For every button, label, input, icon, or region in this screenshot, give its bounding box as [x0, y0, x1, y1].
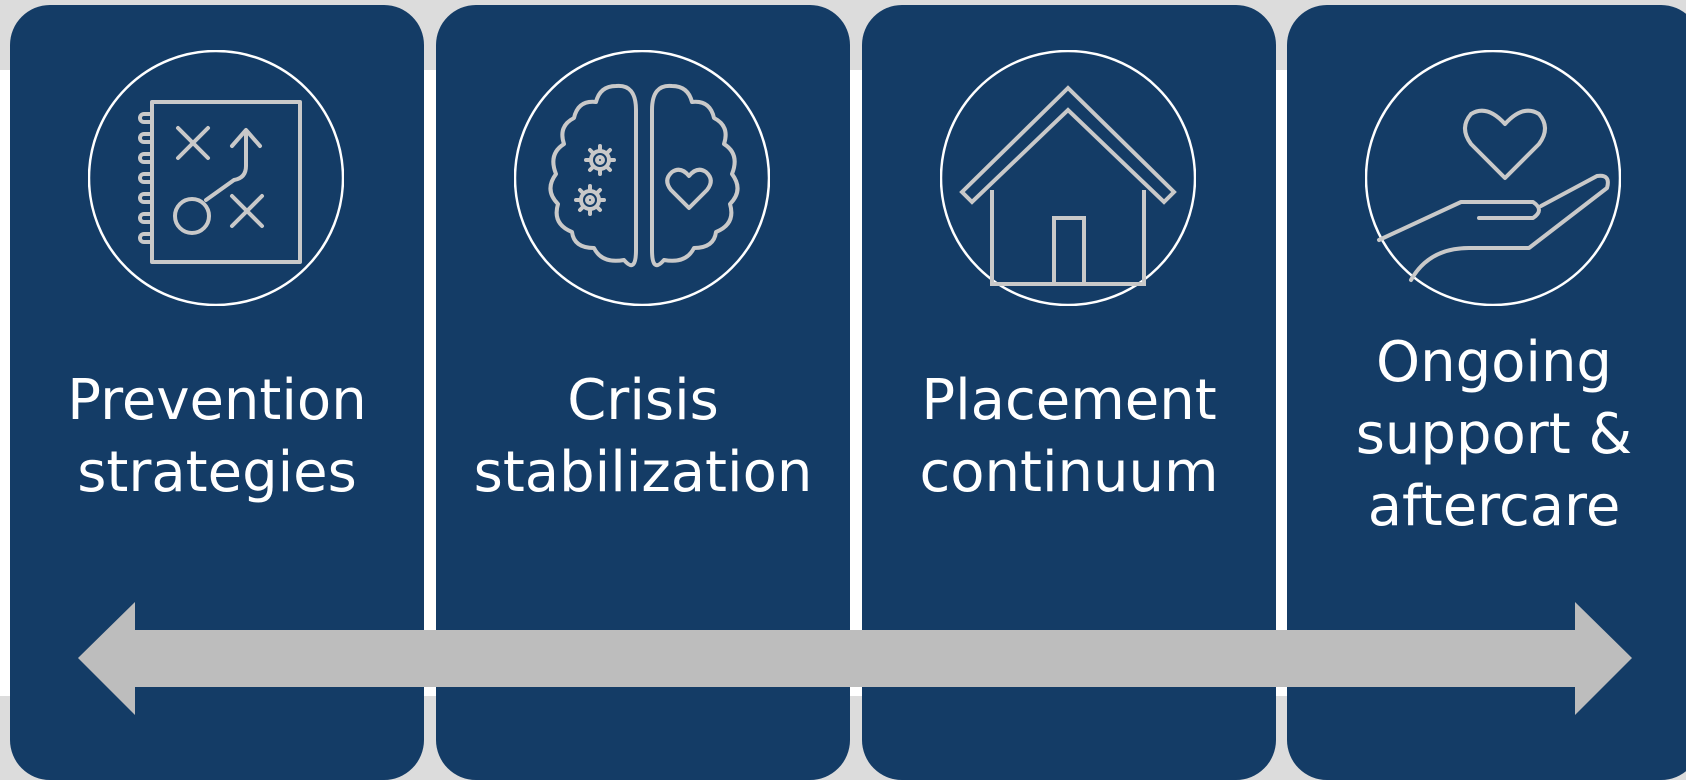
brain-gears-heart-icon	[514, 50, 770, 306]
stage-label-line: stabilization	[473, 440, 813, 505]
stage-label-line: Crisis	[567, 368, 719, 433]
hand-heart-icon	[1365, 50, 1621, 306]
stage-card-prevention: Prevention strategies	[10, 5, 424, 780]
stage-card-placement: Placement continuum	[862, 5, 1276, 780]
stage-card-crisis: Crisis stabilization	[436, 5, 850, 780]
stage-label-line: Prevention	[67, 368, 367, 433]
stage-label: Prevention strategies	[10, 365, 424, 509]
stage-label: Crisis stabilization	[436, 365, 850, 509]
stage-label-line: Placement	[921, 368, 1217, 433]
stage-label: Placement continuum	[862, 365, 1276, 509]
stage-label-line: Ongoing	[1376, 330, 1612, 395]
strategy-plan-icon	[88, 50, 344, 306]
stage-label-line: aftercare	[1367, 474, 1621, 539]
stage-label-line: support &	[1355, 402, 1633, 467]
stage-card-support: Ongoing support & aftercare	[1287, 5, 1686, 780]
stage-label-line: continuum	[919, 440, 1219, 505]
stage-label-line: strategies	[77, 440, 357, 505]
stage-label: Ongoing support & aftercare	[1287, 327, 1686, 543]
house-icon	[940, 50, 1196, 306]
